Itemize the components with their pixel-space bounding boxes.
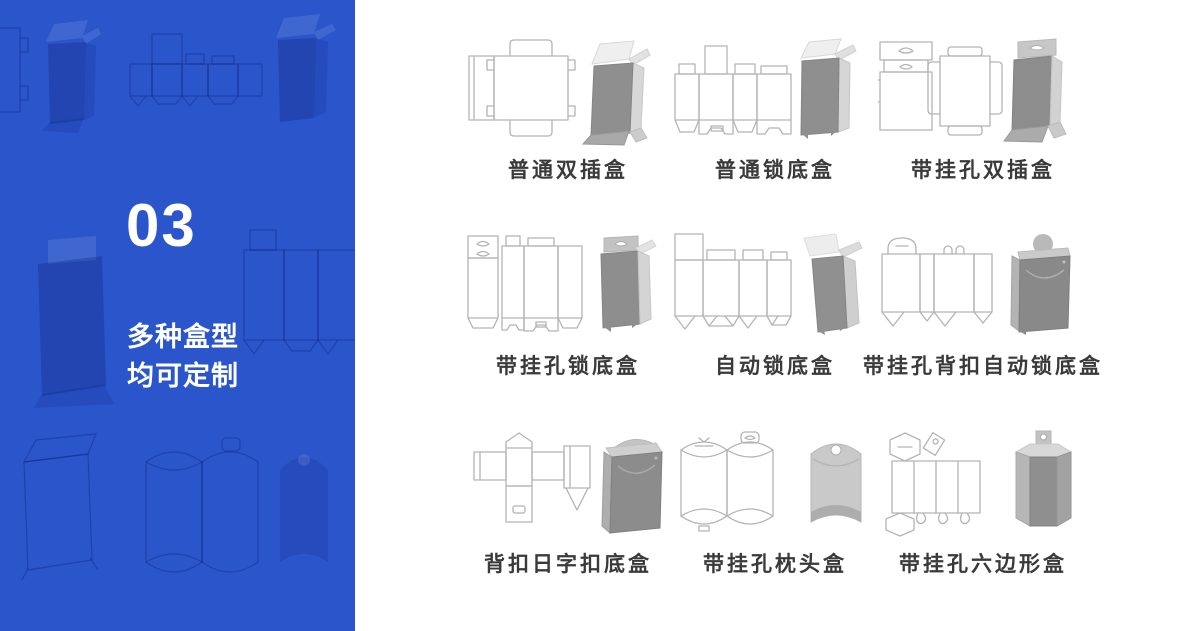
normal-double-insert-box-image — [467, 39, 651, 146]
back-buckle-sun-bottom-box-3d — [600, 438, 663, 535]
box-type-card-hang-hole-double-insert: 带挂孔双插盒 — [858, 32, 1108, 184]
hang-hole-pillow-box-image — [679, 431, 861, 532]
box-type-label: 带挂孔锁底盒 — [496, 355, 640, 378]
box-type-card-hang-hole-lock-bottom: 带挂孔锁底盒 — [453, 228, 683, 380]
section-panel: 03 多种盒型 均可定制 — [0, 0, 355, 631]
back-buckle-sun-bottom-box-image — [472, 432, 663, 535]
box-type-label: 带挂孔六边形盒 — [899, 553, 1067, 576]
box-type-card-hang-hole-hexagon: 带挂孔六边形盒 — [858, 426, 1108, 578]
hang-hole-hexagon-box-3d — [1014, 430, 1073, 527]
hang-hole-back-buckle-auto-lock-box-image — [881, 234, 1071, 335]
box-type-label: 自动锁底盒 — [715, 355, 835, 378]
watermark-box-illustrations — [0, 14, 355, 581]
hang-hole-lock-bottom-box-3d — [599, 235, 657, 332]
section-number: 03 — [126, 192, 197, 259]
normal-double-insert-box-3d — [581, 40, 651, 146]
hang-hole-lock-bottom-box-image — [466, 235, 657, 332]
section-heading-line-1: 多种盒型 — [127, 322, 239, 352]
auto-lock-bottom-box-3d — [802, 233, 863, 335]
hang-hole-pillow-box-3d — [810, 443, 861, 523]
normal-lock-bottom-box-3d — [799, 38, 857, 139]
hang-hole-back-buckle-auto-lock-box-3d — [1010, 234, 1071, 335]
hang-hole-hexagon-box-image — [885, 430, 1073, 537]
box-type-label: 带挂孔枕头盒 — [703, 553, 847, 576]
box-type-card-auto-lock-bottom: 自动锁底盒 — [660, 228, 890, 380]
box-type-label: 普通锁底盒 — [715, 159, 835, 182]
box-type-label: 普通双插盒 — [508, 159, 628, 182]
box-type-card-hang-hole-back-buckle-auto-lock: 带挂孔背扣自动锁底盒 — [858, 228, 1108, 380]
section-heading: 多种盒型 均可定制 — [127, 318, 239, 396]
section-heading-line-2: 均可定制 — [127, 361, 239, 391]
box-type-label: 带挂孔背扣自动锁底盒 — [863, 355, 1103, 378]
box-type-card-hang-hole-pillow: 带挂孔枕头盒 — [660, 426, 890, 578]
box-type-label: 带挂孔双插盒 — [911, 159, 1055, 182]
box-type-card-normal-lock-bottom: 普通锁底盒 — [660, 32, 890, 184]
hang-hole-double-insert-box-image — [878, 38, 1067, 143]
normal-lock-bottom-box-image — [673, 38, 857, 139]
box-type-card-normal-double-insert: 普通双插盒 — [453, 32, 683, 184]
box-type-label: 背扣日字扣底盒 — [484, 553, 652, 576]
auto-lock-bottom-box-image — [673, 233, 863, 335]
hang-hole-double-insert-box-3d — [1003, 38, 1067, 143]
box-type-card-back-buckle-sun-bottom: 背扣日字扣底盒 — [453, 426, 683, 578]
